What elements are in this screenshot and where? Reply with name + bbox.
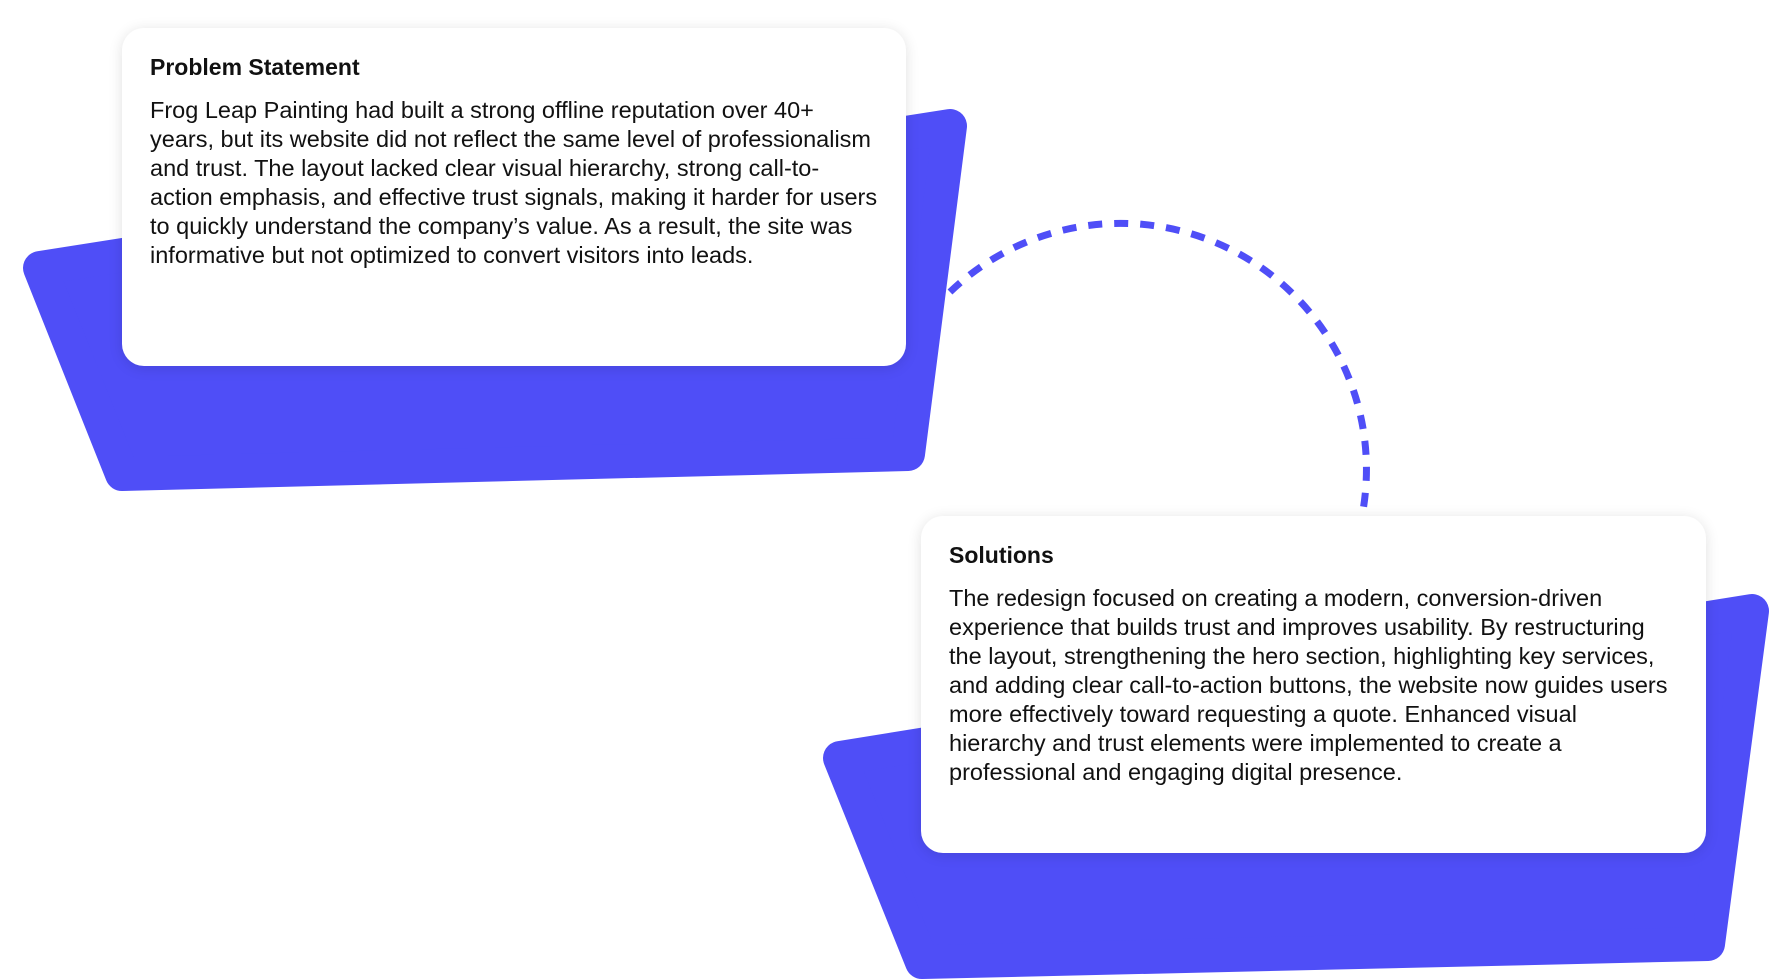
solutions-body: The redesign focused on creating a moder…	[949, 585, 1668, 785]
solutions-title: Solutions	[949, 542, 1054, 568]
problem-statement-body: Frog Leap Painting had built a strong of…	[150, 97, 878, 268]
dashed-connector-arc	[947, 219, 1370, 517]
solutions-card: Solutions The redesign focused on creati…	[921, 516, 1706, 853]
problem-statement-title: Problem Statement	[150, 54, 360, 80]
problem-statement-card: Problem Statement Frog Leap Painting had…	[122, 28, 906, 366]
